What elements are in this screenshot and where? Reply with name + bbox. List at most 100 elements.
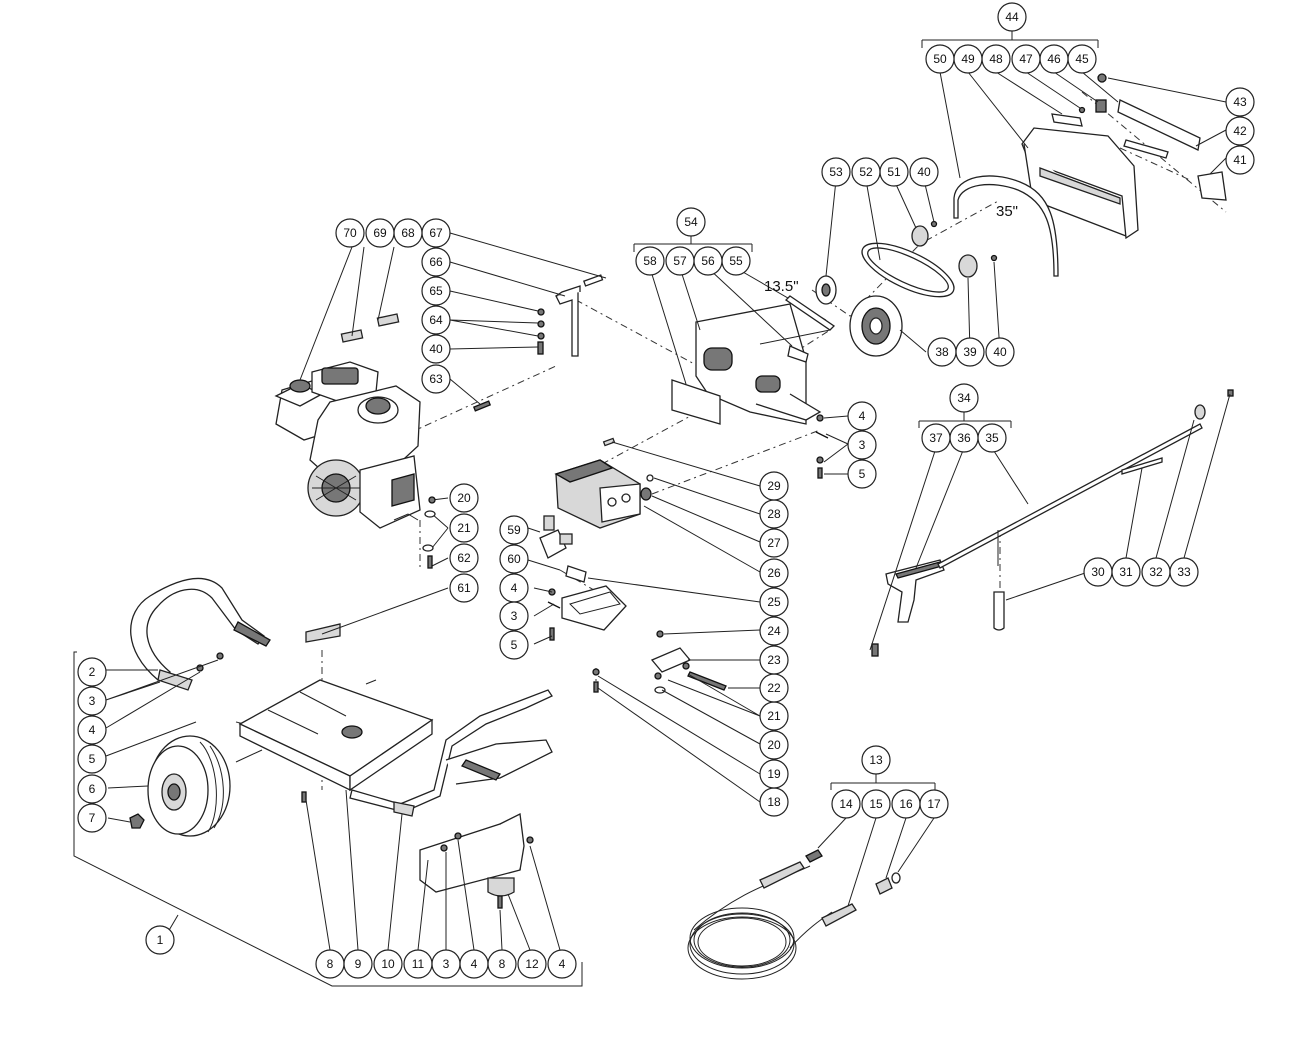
balloon-60: 60 — [499, 544, 529, 574]
svg-text:22: 22 — [767, 681, 781, 695]
belt-guard-parts: 35" — [939, 71, 1227, 277]
svg-text:10: 10 — [381, 957, 395, 971]
balloon-8: 8 — [315, 949, 345, 979]
svg-text:53: 53 — [829, 165, 843, 179]
svg-text:26: 26 — [767, 566, 781, 580]
svg-text:11: 11 — [412, 957, 425, 971]
balloon-69: 69 — [365, 218, 395, 248]
balloon-70: 70 — [335, 218, 365, 248]
svg-text:41: 41 — [1233, 153, 1247, 167]
svg-text:64: 64 — [429, 313, 443, 327]
svg-text:37: 37 — [929, 431, 943, 445]
hose-parts — [687, 817, 935, 980]
balloon-30: 30 — [1083, 557, 1113, 587]
svg-text:68: 68 — [401, 226, 415, 240]
balloon-14: 14 — [831, 789, 861, 819]
svg-text:5: 5 — [89, 752, 96, 766]
svg-text:19: 19 — [767, 767, 781, 781]
balloon-47: 47 — [1011, 44, 1041, 74]
svg-text:44: 44 — [1005, 10, 1019, 24]
balloon-4: 4 — [77, 715, 107, 745]
svg-text:31: 31 — [1119, 565, 1133, 579]
svg-text:27: 27 — [767, 536, 781, 550]
balloon-31: 31 — [1111, 557, 1141, 587]
balloon-9: 9 — [343, 949, 373, 979]
svg-text:61: 61 — [457, 581, 471, 595]
balloon-3d: 3 — [499, 601, 529, 631]
balloon-48: 48 — [981, 44, 1011, 74]
balloon-67: 67 — [421, 218, 451, 248]
svg-text:8: 8 — [327, 957, 334, 971]
frame-parts — [105, 577, 561, 951]
svg-text:4: 4 — [511, 581, 518, 595]
callout-balloons: 1 2 3 4 5 6 7 8 9 10 11 3 4 8 12 4 13 14… — [77, 2, 1255, 979]
balloon-54: 54 — [676, 207, 706, 237]
spray-gun-parts — [869, 389, 1234, 657]
svg-text:4: 4 — [859, 409, 866, 423]
balloon-7: 7 — [77, 803, 107, 833]
svg-text:2: 2 — [89, 665, 96, 679]
svg-text:8: 8 — [499, 957, 506, 971]
svg-text:40: 40 — [993, 345, 1007, 359]
svg-text:12: 12 — [525, 957, 539, 971]
svg-text:35: 35 — [985, 431, 999, 445]
balloon-10: 10 — [373, 949, 403, 979]
long-belt-dimension: 35" — [996, 203, 1018, 220]
svg-text:1: 1 — [157, 933, 164, 947]
svg-text:50: 50 — [933, 52, 947, 66]
svg-text:25: 25 — [767, 595, 781, 609]
svg-text:70: 70 — [343, 226, 357, 240]
pump-mount-plate — [649, 267, 831, 425]
svg-text:59: 59 — [507, 523, 521, 537]
svg-text:39: 39 — [963, 345, 977, 359]
balloon-35: 35 — [977, 423, 1007, 453]
svg-text:40: 40 — [429, 342, 443, 356]
svg-text:67: 67 — [429, 226, 443, 240]
svg-text:16: 16 — [899, 797, 913, 811]
svg-text:3: 3 — [89, 694, 96, 708]
svg-text:3: 3 — [511, 609, 518, 623]
balloon-15: 15 — [861, 789, 891, 819]
svg-text:3: 3 — [443, 957, 450, 971]
balloon-64: 64 — [421, 305, 451, 335]
balloon-4c: 4 — [547, 949, 577, 979]
group-brackets — [73, 30, 1099, 987]
balloon-58: 58 — [635, 246, 665, 276]
svg-text:24: 24 — [767, 624, 781, 638]
svg-text:65: 65 — [429, 284, 443, 298]
svg-text:51: 51 — [887, 165, 901, 179]
balloon-40c: 40 — [421, 334, 451, 364]
balloon-41: 41 — [1225, 145, 1255, 175]
balloon-22: 22 — [759, 673, 789, 703]
balloon-49: 49 — [953, 44, 983, 74]
balloon-63: 63 — [421, 364, 451, 394]
svg-text:60: 60 — [507, 552, 521, 566]
svg-text:33: 33 — [1177, 565, 1191, 579]
balloon-24: 24 — [759, 616, 789, 646]
svg-text:3: 3 — [859, 438, 866, 452]
svg-text:49: 49 — [961, 52, 975, 66]
svg-text:55: 55 — [729, 254, 743, 268]
balloon-42: 42 — [1225, 116, 1255, 146]
balloon-18: 18 — [759, 787, 789, 817]
svg-text:20: 20 — [767, 738, 781, 752]
balloon-44: 44 — [997, 2, 1027, 32]
svg-text:20: 20 — [457, 491, 471, 505]
svg-text:52: 52 — [859, 165, 873, 179]
balloon-59: 59 — [499, 515, 529, 545]
balloon-5c: 5 — [499, 630, 529, 660]
balloon-4d: 4 — [847, 401, 877, 431]
balloon-3: 3 — [77, 686, 107, 716]
svg-text:32: 32 — [1149, 565, 1163, 579]
engine-drawing — [274, 361, 421, 529]
pump-parts — [527, 437, 761, 603]
balloon-6: 6 — [77, 774, 107, 804]
balloon-1: 1 — [145, 925, 175, 955]
balloon-4b: 4 — [459, 949, 489, 979]
balloon-23: 23 — [759, 645, 789, 675]
svg-text:57: 57 — [673, 254, 687, 268]
svg-text:69: 69 — [373, 226, 387, 240]
svg-text:66: 66 — [429, 255, 443, 269]
svg-text:36: 36 — [957, 431, 971, 445]
